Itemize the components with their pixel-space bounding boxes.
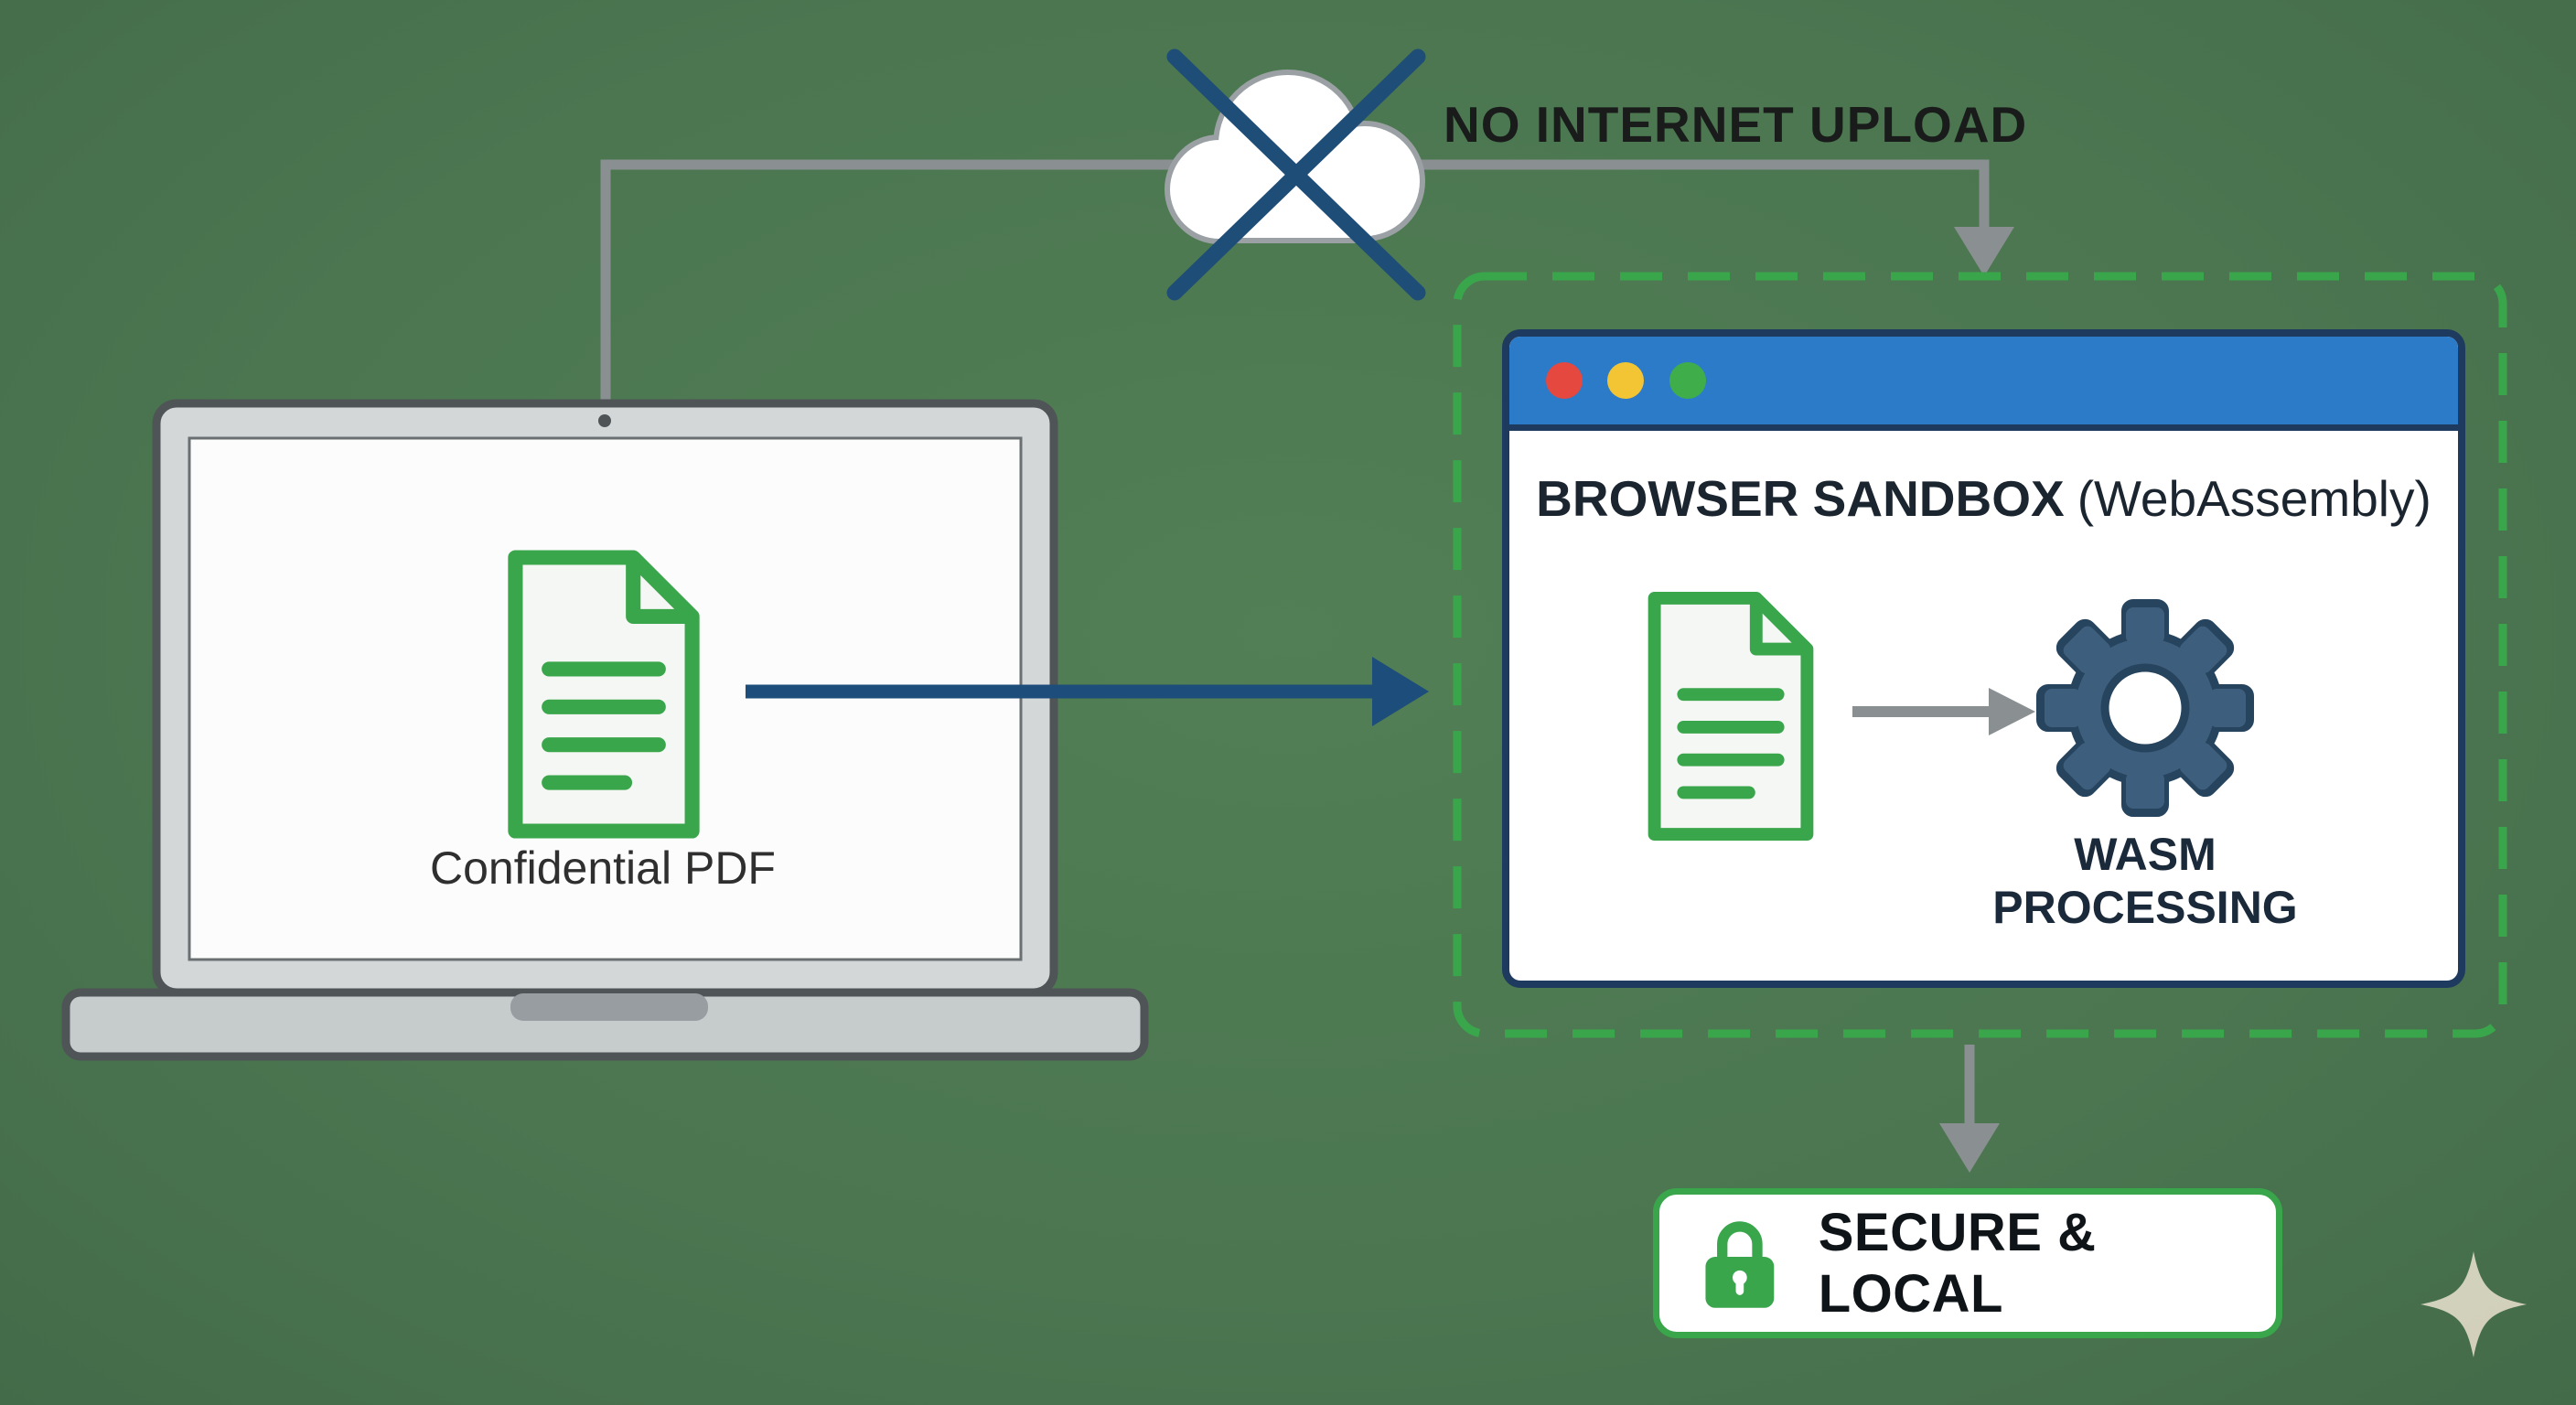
confidential-pdf-label: Confidential PDF — [430, 842, 776, 894]
laptop-icon — [61, 399, 1149, 1061]
browser-titlebar — [1509, 337, 2458, 431]
browser-window: BROWSER SANDBOX (WebAssembly) — [1502, 329, 2465, 988]
laptop-hinge-notch — [510, 993, 708, 1021]
browser-sandbox-title-bold: BROWSER SANDBOX — [1536, 470, 2065, 527]
lock-icon — [1705, 1221, 1775, 1308]
document-icon — [1638, 589, 1823, 843]
doc-to-gear-arrow — [1852, 688, 2035, 735]
no-internet-upload-label: NO INTERNET UPLOAD — [1444, 96, 2028, 153]
sparkle-icon — [2420, 1251, 2527, 1357]
sandbox-dashed-boundary — [1453, 272, 2507, 1038]
browser-sandbox-title: BROWSER SANDBOX (WebAssembly) — [1509, 469, 2458, 528]
wasm-processing-line1: WASM — [2074, 829, 2216, 880]
document-icon — [515, 558, 692, 831]
sandbox-to-secure-arrow — [1939, 1045, 2000, 1173]
connector-arrowhead-icon — [1954, 227, 2014, 276]
minimize-dot-icon — [1607, 362, 1644, 399]
wasm-processing-line2: PROCESSING — [1992, 882, 2298, 933]
browser-sandbox-title-paren: (WebAssembly) — [2077, 470, 2431, 527]
blocked-x-icon — [1166, 48, 1426, 301]
webcam-icon — [598, 414, 611, 427]
laptop-base — [61, 988, 1149, 1061]
pdf-to-sandbox-arrow — [746, 657, 1429, 726]
close-dot-icon — [1546, 362, 1583, 399]
wasm-processing-label: WASM PROCESSING — [1944, 828, 2346, 934]
secure-local-label: SECURE & LOCAL — [1818, 1203, 2097, 1324]
zoom-dot-icon — [1669, 362, 1706, 399]
gear-icon — [2036, 599, 2254, 817]
secure-local-badge: SECURE & LOCAL — [1653, 1188, 2282, 1338]
